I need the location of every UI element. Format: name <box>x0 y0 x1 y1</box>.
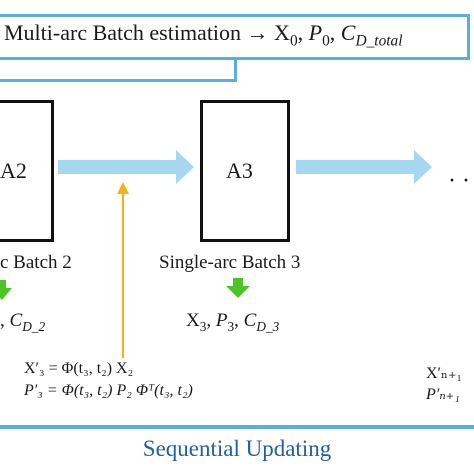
equation-x3: X′₃ = Φ(t₃, t₂) X₂ <box>24 360 134 377</box>
box-a2-label: A2 <box>0 158 27 183</box>
b2-cd: C <box>9 310 23 331</box>
multi-arc-label: Multi-arc Batch estimation → X0, P0, CD_… <box>4 20 403 50</box>
b3-x: X <box>186 310 200 331</box>
frame-connector-vertical <box>234 58 237 82</box>
p0-sub: 0 <box>322 32 330 50</box>
green-arrow-b3 <box>226 278 250 298</box>
b3-p-sub: 3 <box>227 318 235 334</box>
x0-sub: 0 <box>289 32 298 50</box>
b3-x-sub: 3 <box>199 318 207 334</box>
equation-p3: P′₃ = Φ(t₃, t₂) P₂ Φᵀ(t₃, t₂) <box>24 382 193 399</box>
box-a3-label: A3 <box>226 158 253 183</box>
batch-2-outputs: , CD_2 <box>0 310 45 335</box>
equation-xn1: X′ₙ₊₁ <box>426 365 462 382</box>
b3-cd-sub: D_3 <box>256 318 280 334</box>
b2-cd-sub: D_2 <box>22 318 46 334</box>
batch-2-label: c Batch 2 <box>0 252 72 273</box>
b3-p: P <box>215 310 228 331</box>
multi-arc-text: Multi-arc Batch estimation → X <box>4 20 290 45</box>
box-a3 <box>200 100 290 242</box>
green-arrow-b2 <box>0 280 12 300</box>
b3-cd: C <box>243 310 257 331</box>
box-a2 <box>0 100 54 242</box>
sequential-bar <box>0 425 474 429</box>
equation-pn1: P′ₙ₊₁ <box>426 386 460 403</box>
p0-sym: P <box>308 20 323 45</box>
arrow-a2-to-a3 <box>58 150 194 184</box>
continuation-dots: · · <box>448 168 470 194</box>
batch-3-outputs: X3, P3, CD_3 <box>186 310 280 334</box>
update-arrow <box>117 182 129 358</box>
sequential-updating-title: Sequential Updating <box>142 436 332 461</box>
b2-sep: , <box>0 310 10 331</box>
batch-3-label: Single-arc Batch 3 <box>159 252 301 273</box>
arrow-a3-to-next <box>296 150 432 184</box>
cd-total-sym: C <box>340 20 356 45</box>
cd-total-sub: D_total <box>355 32 403 50</box>
frame-connector-horizontal <box>0 79 237 82</box>
